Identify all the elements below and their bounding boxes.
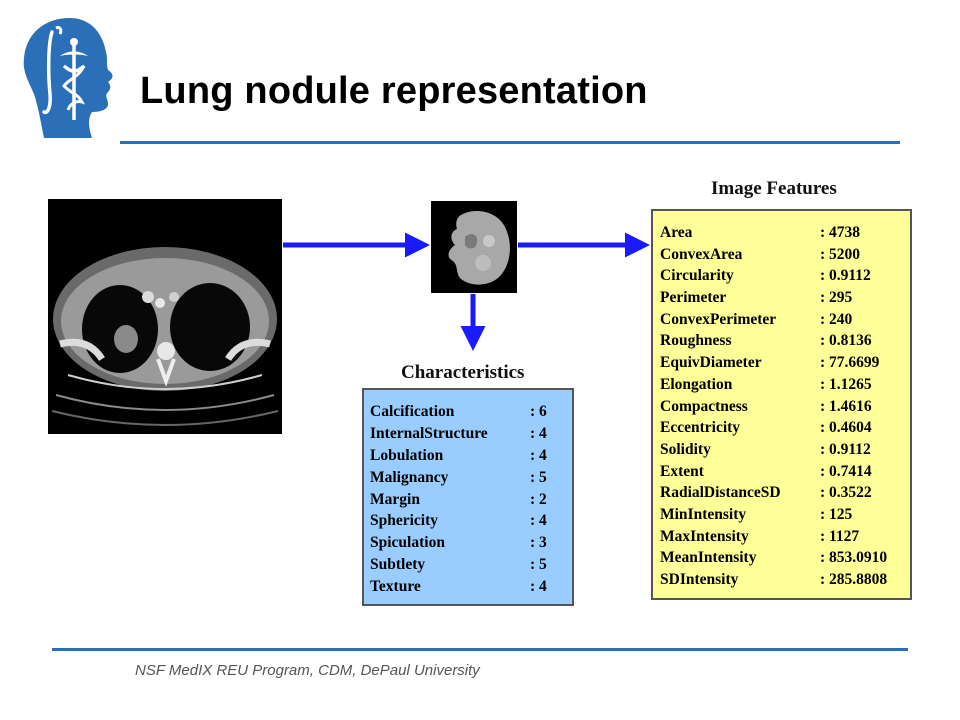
characteristic-row: Calcification : 6 bbox=[370, 401, 572, 423]
feature-row: MeanIntensity : 853.0910 bbox=[660, 547, 910, 569]
feature-label: SDIntensity bbox=[660, 571, 739, 588]
feature-label: Extent bbox=[660, 462, 704, 480]
feature-value: : 77.6699 bbox=[820, 354, 880, 372]
feature-row: EquivDiameter : 77.6699 bbox=[660, 352, 910, 374]
feature-value: : 0.9112 bbox=[820, 267, 871, 285]
image-features-box: Area : 4738 ConvexArea : 5200 Circularity:… bbox=[651, 209, 912, 600]
feature-label: ConvexPerimeter bbox=[660, 310, 777, 328]
feature-row: MaxIntensity : 1127 bbox=[660, 526, 910, 548]
feature-value: : 125 bbox=[820, 505, 853, 523]
characteristic-value: : 5 bbox=[530, 556, 547, 574]
characteristic-value: : 4 bbox=[530, 446, 547, 464]
feature-value: : 1.4616 bbox=[820, 397, 872, 415]
characteristic-row: Subtlety : 5 bbox=[370, 554, 572, 576]
characteristic-label: Calcification bbox=[370, 403, 455, 420]
characteristic-row: Texture : 4 bbox=[370, 576, 572, 598]
feature-label: Roughness bbox=[660, 332, 732, 350]
characteristics-title: Characteristics bbox=[401, 362, 525, 383]
feature-label: EquivDiameter bbox=[660, 354, 762, 372]
nodule-image bbox=[431, 201, 517, 293]
feature-row: Compactness : 1.4616 bbox=[660, 396, 910, 418]
characteristic-row: Spiculation : 3 bbox=[370, 532, 572, 554]
feature-value: : 0.8136 bbox=[820, 332, 872, 350]
characteristic-row: Margin : 2 bbox=[370, 489, 572, 511]
feature-label: Compactness bbox=[660, 397, 748, 415]
ct-scan-image bbox=[48, 199, 282, 434]
feature-row: Area : 4738 bbox=[660, 222, 910, 244]
characteristic-label: Margin bbox=[370, 490, 420, 508]
feature-label: RadialDistanceSD bbox=[660, 484, 781, 502]
characteristic-label: Malignancy bbox=[370, 468, 449, 486]
feature-value: : 285.8808 bbox=[820, 571, 888, 588]
characteristic-label: Texture bbox=[370, 578, 421, 596]
feature-label: ConvexArea bbox=[660, 245, 743, 263]
characteristic-label: Subtlety bbox=[370, 556, 426, 574]
feature-label: Perimeter bbox=[660, 289, 727, 307]
characteristic-label: Sphericity bbox=[370, 512, 439, 530]
slide-title: Lung nodule representation bbox=[140, 70, 648, 112]
characteristic-label: Lobulation bbox=[370, 446, 444, 464]
feature-label: MaxIntensity bbox=[660, 527, 749, 545]
feature-row: Extent : 0.7414 bbox=[660, 461, 910, 483]
feature-label: Solidity bbox=[660, 440, 711, 458]
feature-label: Eccentricity bbox=[660, 419, 741, 437]
feature-value: : 0.7414 bbox=[820, 462, 872, 480]
feature-label: Area bbox=[660, 224, 693, 241]
head-with-caduceus-icon bbox=[23, 18, 113, 138]
feature-value: : 0.9112 bbox=[820, 440, 871, 458]
footer-text: NSF MedIX REU Program, CDM, DePaul Unive… bbox=[135, 662, 480, 679]
feature-row: SDIntensity : 285.8808 bbox=[660, 569, 910, 591]
feature-value: : 853.0910 bbox=[820, 549, 888, 567]
feature-label: MeanIntensity bbox=[660, 549, 757, 567]
characteristic-value: : 4 bbox=[530, 424, 547, 442]
feature-value: : 240 bbox=[820, 310, 853, 328]
characteristic-row: Malignancy : 5 bbox=[370, 467, 572, 489]
footer-divider bbox=[52, 648, 908, 651]
feature-value: : 4738 bbox=[820, 224, 861, 241]
feature-row: ConvexArea : 5200 bbox=[660, 244, 910, 266]
characteristic-label: Spiculation bbox=[370, 534, 445, 552]
characteristic-value: : 5 bbox=[530, 468, 547, 486]
feature-label: Circularity bbox=[660, 267, 734, 285]
feature-row: Perimeter : 295 bbox=[660, 287, 910, 309]
characteristics-box: Calcification : 6 InternalStructure : 4 Lo… bbox=[362, 388, 574, 606]
characteristic-value: : 4 bbox=[530, 578, 547, 596]
feature-label: Elongation bbox=[660, 375, 733, 393]
image-features-title: Image Features bbox=[711, 178, 837, 199]
feature-value: : 0.3522 bbox=[820, 484, 872, 502]
feature-label: MinIntensity bbox=[660, 505, 747, 523]
feature-row: Roughness : 0.8136 bbox=[660, 330, 910, 352]
feature-value: : 0.4604 bbox=[820, 419, 872, 437]
characteristic-value: : 4 bbox=[530, 512, 547, 530]
characteristic-value: : 2 bbox=[530, 490, 547, 508]
feature-row: MinIntensity : 125 bbox=[660, 504, 910, 526]
feature-row: RadialDistanceSD : 0.3522 bbox=[660, 482, 910, 504]
title-divider bbox=[120, 141, 900, 144]
characteristic-row: Lobulation : 4 bbox=[370, 445, 572, 467]
feature-row: Eccentricity : 0.4604 bbox=[660, 417, 910, 439]
feature-value: : 1127 bbox=[820, 527, 860, 545]
characteristic-value: : 3 bbox=[530, 534, 547, 552]
feature-row: Circularity : 0.9112 bbox=[660, 265, 910, 287]
feature-row: Solidity : 0.9112 bbox=[660, 439, 910, 461]
characteristic-row: Sphericity : 4 bbox=[370, 510, 572, 532]
feature-value: : 1.1265 bbox=[820, 375, 872, 393]
characteristic-value: : 6 bbox=[530, 403, 547, 420]
feature-row: ConvexPerimeter : 240 bbox=[660, 309, 910, 331]
feature-row: Elongation : 1.1265 bbox=[660, 374, 910, 396]
feature-value: : 295 bbox=[820, 289, 853, 307]
feature-value: : 5200 bbox=[820, 245, 861, 263]
characteristic-row: InternalStructure : 4 bbox=[370, 423, 572, 445]
characteristic-label: InternalStructure bbox=[370, 424, 488, 442]
